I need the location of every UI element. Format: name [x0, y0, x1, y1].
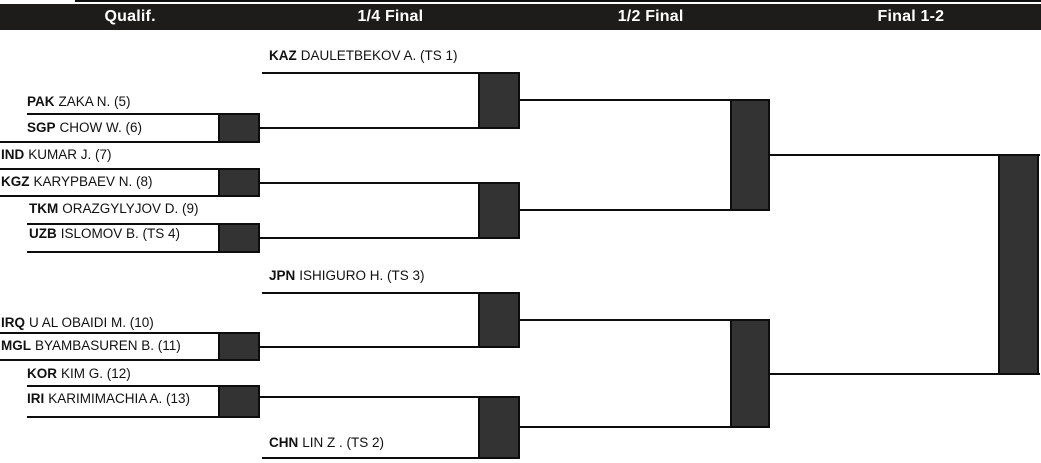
line-under-uzb	[27, 251, 260, 253]
line-under-pak	[27, 113, 260, 115]
line-under-sgp	[0, 141, 260, 143]
match-box-qual-5	[218, 385, 260, 418]
country-code: KOR	[27, 366, 57, 381]
country-code: UZB	[29, 226, 57, 241]
player-name: KARYPBAEV N. (8)	[33, 174, 153, 189]
country-code: CHN	[269, 435, 299, 450]
player-mgl: MGL BYAMBASUREN B. (11)	[1, 338, 181, 353]
player-name: KIM G. (12)	[61, 366, 131, 381]
line-under-chn	[262, 457, 520, 459]
round-header-bar: Qualif. 1/4 Final 1/2 Final Final 1-2	[0, 4, 1041, 30]
player-name: ISHIGURO H. (TS 3)	[299, 268, 425, 283]
country-code: IRI	[27, 391, 45, 406]
round-header-qualif: Qualif.	[104, 8, 156, 25]
player-name: U AL OBAIDI M. (10)	[29, 315, 154, 330]
match-box-qf-2	[478, 182, 520, 239]
country-code: KAZ	[269, 48, 297, 63]
player-name: KUMAR J. (7)	[28, 147, 112, 162]
country-code: PAK	[27, 94, 55, 109]
line-qual2-winner	[260, 182, 520, 184]
line-qual1-winner	[260, 127, 520, 129]
country-code: IND	[1, 147, 25, 162]
round-header-quarter: 1/4 Final	[357, 8, 424, 25]
country-code: MGL	[1, 338, 31, 353]
match-box-qual-1	[218, 113, 260, 143]
line-under-tkm	[27, 223, 260, 225]
line-under-kgz	[0, 195, 260, 197]
player-name: DAULETBEKOV A. (TS 1)	[300, 48, 458, 63]
match-box-qual-2	[218, 168, 260, 197]
line-under-kaz	[262, 72, 520, 74]
match-box-sf-2	[730, 319, 770, 428]
line-qf3-winner	[520, 319, 730, 321]
match-box-qf-4	[478, 396, 520, 459]
line-under-iri	[27, 416, 260, 418]
line-sf1-winner	[770, 154, 1040, 156]
match-box-final	[998, 154, 1039, 375]
line-under-mgl	[0, 359, 260, 361]
line-under-ind	[0, 168, 260, 170]
top-rule	[75, 0, 1041, 2]
country-code: KGZ	[1, 174, 30, 189]
match-box-qual-3	[218, 223, 260, 253]
line-under-kor	[27, 385, 260, 387]
line-qual4-winner	[260, 346, 520, 348]
player-kor: KOR KIM G. (12)	[27, 366, 131, 381]
line-qf1-winner	[520, 99, 730, 101]
player-name: ISLOMOV B. (TS 4)	[60, 226, 181, 241]
country-code: IRQ	[1, 315, 26, 330]
line-under-jpn	[262, 292, 520, 294]
line-qf4-winner	[520, 426, 730, 428]
line-sf2-winner	[770, 373, 1040, 375]
player-name: BYAMBASUREN B. (11)	[35, 338, 181, 353]
round-header-semi: 1/2 Final	[617, 8, 684, 25]
player-name: CHOW W. (6)	[59, 120, 143, 135]
player-name: ZAKA N. (5)	[58, 94, 131, 109]
country-code: TKM	[29, 201, 59, 216]
player-name: ORAZGYLYJOV D. (9)	[62, 201, 199, 216]
player-name: LIN Z . (TS 2)	[302, 435, 385, 450]
country-code: JPN	[269, 268, 296, 283]
match-box-qf-3	[478, 292, 520, 348]
line-qf2-winner	[520, 209, 730, 211]
match-box-sf-1	[730, 99, 770, 211]
line-qual5-winner	[260, 396, 520, 398]
line-under-irq	[0, 332, 260, 334]
line-qual3-winner	[260, 237, 520, 239]
round-header-final: Final 1-2	[877, 8, 945, 25]
country-code: SGP	[27, 120, 56, 135]
match-box-qual-4	[218, 332, 260, 361]
player-name: KARIMIMACHIA A. (13)	[48, 391, 191, 406]
match-box-qf-1	[478, 72, 520, 129]
